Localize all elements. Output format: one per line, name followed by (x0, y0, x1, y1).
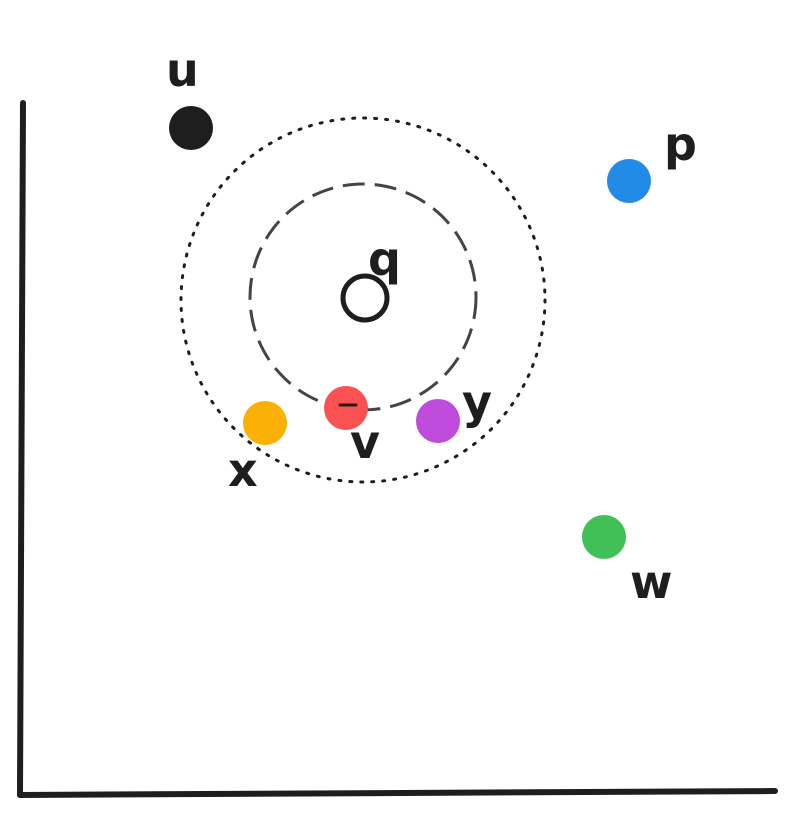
point-y (416, 399, 460, 443)
point-p (607, 159, 651, 203)
point-p-label: p (664, 117, 697, 171)
point-x-label: x (228, 443, 258, 497)
point-u (169, 106, 213, 150)
query-point (340, 273, 390, 323)
point-w (582, 515, 626, 559)
query-label: q (368, 232, 401, 286)
y-axis (17, 100, 26, 798)
point-w-label: w (630, 555, 673, 609)
outer-dotted-ring (179, 116, 547, 484)
point-v (324, 386, 368, 430)
x-axis (17, 788, 778, 798)
point-v-label: v (350, 415, 380, 469)
point-x (243, 401, 287, 445)
point-y-label: y (462, 375, 492, 429)
point-u-label: u (166, 43, 199, 97)
